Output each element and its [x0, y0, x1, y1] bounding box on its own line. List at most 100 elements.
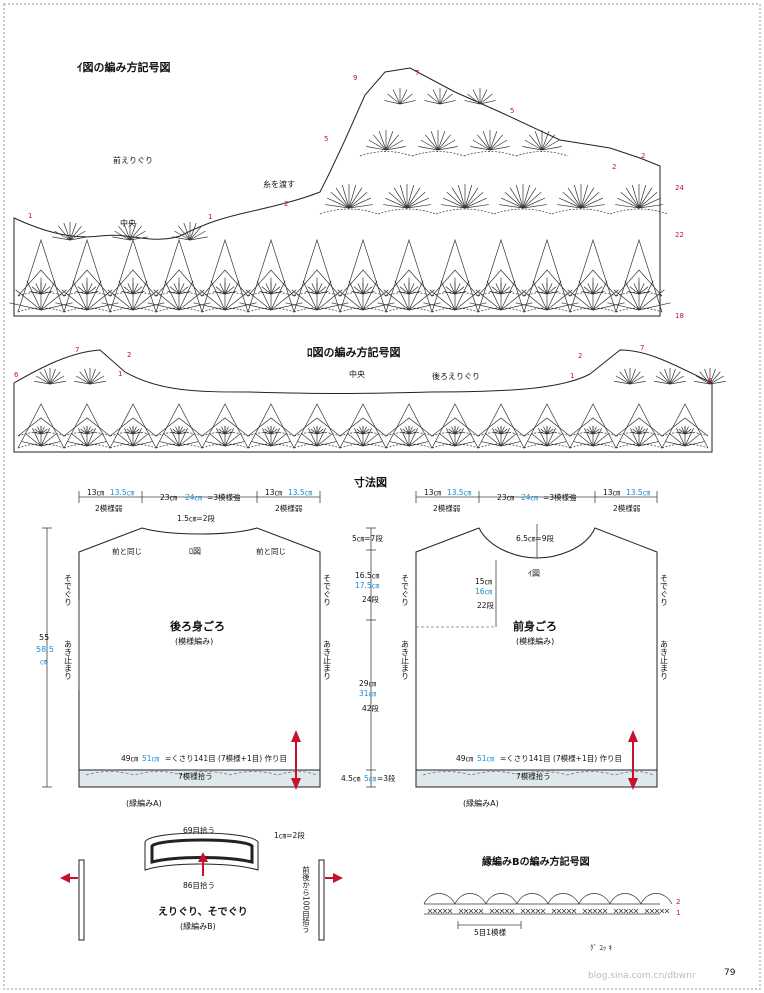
watermark: blog.sina.com.cn/dbwnr: [588, 971, 696, 981]
svg-text:2模様弱: 2模様弱: [433, 503, 460, 513]
back-bottom-count: =くさり141目 (7模様+1目) 作り目: [165, 753, 287, 763]
front-slit-right: あき止まり: [660, 640, 669, 680]
back-neck-label: 後ろえりぐり: [432, 371, 480, 381]
svg-text:=3模様強: =3模様強: [543, 492, 577, 502]
chart-ro-title: ﾛ図の編み方記号図: [307, 345, 401, 359]
svg-text:17.5㎝: 17.5㎝: [355, 581, 380, 590]
svg-text:23㎝: 23㎝: [497, 493, 515, 502]
front-pickup: 7模様拾う: [516, 771, 551, 781]
chart-ro-stitches: [17, 368, 726, 449]
back-pickup: 7模様拾う: [178, 771, 213, 781]
chart-i-outline: [13, 67, 661, 317]
back-edging-band: [78, 769, 321, 788]
chart-i-stitches: [9, 88, 671, 313]
back-armhole-left: そでぐり: [64, 574, 73, 606]
svg-text:13㎝: 13㎝: [603, 488, 621, 497]
svg-text:29㎝: 29㎝: [359, 679, 377, 688]
svg-text:2: 2: [284, 200, 288, 208]
back-top-dimensions: 13㎝ 13.5㎝ 23㎝ 24㎝ =3模様強 13㎝ 13.5㎝ 2模様弱 2…: [78, 488, 321, 513]
svg-text:=3模様強: =3模様強: [207, 492, 241, 502]
back-neck-drop: 1.5㎝=2段: [177, 513, 215, 523]
svg-text:7: 7: [75, 346, 79, 354]
front-edging-a: (縁編みA): [463, 798, 499, 808]
svg-text:1: 1: [570, 372, 574, 380]
neck-sleeve-title: えりぐり、そでぐり: [158, 906, 248, 918]
ro-center-label: 中央: [349, 369, 365, 379]
edging-b-row-2: 2: [676, 898, 680, 906]
svg-text:1: 1: [118, 370, 122, 378]
sleeve-edging-diagram: [60, 859, 343, 941]
svg-text:6: 6: [708, 377, 713, 385]
svg-text:7: 7: [640, 344, 644, 352]
page-number: 79: [724, 968, 736, 978]
svg-text:2: 2: [612, 163, 616, 171]
chart-i-title: ｲ図の編み方記号図: [77, 60, 171, 74]
svg-text:㎝: ㎝: [40, 658, 47, 666]
edging-b-note: ｸﾞ ｺｯ ｷ: [590, 944, 612, 952]
front-neck-label: 前えりぐり: [113, 155, 153, 165]
front-neck-depth-3: 22段: [477, 600, 495, 610]
neck-bottom-pick: 86目拾う: [183, 880, 215, 890]
svg-text:55: 55: [39, 633, 49, 642]
svg-text:7: 7: [415, 69, 419, 77]
svg-text:1: 1: [208, 213, 212, 221]
svg-text:58.5: 58.5: [36, 645, 54, 654]
svg-text:13㎝: 13㎝: [87, 488, 105, 497]
neck-top-pick: 69目拾う: [183, 825, 215, 835]
back-height-dimension: 55 58.5 ㎝: [36, 527, 54, 788]
svg-text:24: 24: [675, 184, 684, 192]
back-direction-arrow: [291, 730, 301, 790]
dimensions-title: 寸法図: [354, 475, 387, 489]
edging-b-row-1: 1: [676, 909, 680, 917]
edging-b-repeat: 5目1模様: [474, 927, 507, 937]
back-slit-right: あき止まり: [323, 640, 332, 680]
neck-width: 1㎝=2段: [274, 830, 305, 840]
svg-text:13㎝: 13㎝: [265, 488, 283, 497]
svg-text:42段: 42段: [362, 703, 380, 713]
chart-ro-outline: [13, 349, 713, 453]
svg-text:5: 5: [324, 135, 328, 143]
front-bottom-cm-alt: 51㎝: [477, 754, 495, 763]
cut-yarn-label: 糸を渡す: [263, 179, 295, 189]
front-slit-left: あき止まり: [401, 640, 410, 680]
edging-b-repeat-bracket: [457, 921, 522, 929]
front-armhole-right: そでぐり: [660, 574, 669, 606]
front-i-label: ｲ図: [528, 569, 540, 578]
svg-text:13.5㎝: 13.5㎝: [288, 488, 313, 497]
svg-text:6: 6: [14, 371, 19, 379]
front-direction-arrow: [628, 730, 638, 790]
front-neck-drop: 6.5㎝=9段: [516, 533, 554, 543]
back-ro-label: ﾛ図: [189, 547, 201, 556]
back-slit-left: あき止まり: [64, 640, 73, 680]
svg-text:23㎝: 23㎝: [160, 493, 178, 502]
svg-text:5: 5: [510, 107, 514, 115]
page-frame: [3, 3, 761, 990]
back-stitch: (模様編み): [175, 636, 213, 646]
svg-text:24㎝: 24㎝: [521, 493, 539, 502]
svg-text:2模様弱: 2模様弱: [95, 503, 122, 513]
svg-text:1: 1: [28, 212, 32, 220]
chart-ro-row-numbers: 7 2 6 1 1 2 7 6: [14, 344, 713, 385]
back-edging-a: (縁編みA): [126, 798, 162, 808]
back-bottom-cm: 49㎝: [121, 754, 139, 763]
back-armhole-right: そでぐり: [323, 574, 332, 606]
svg-text:5㎝=7段: 5㎝=7段: [352, 533, 383, 543]
svg-text:2: 2: [641, 152, 645, 160]
sleeve-side-note: 前後から100目拾う: [301, 865, 310, 933]
front-armhole-left: そでぐり: [401, 574, 410, 606]
svg-text:31㎝: 31㎝: [359, 689, 377, 698]
front-bottom-count: =くさり141目 (7模様+1目) 作り目: [500, 753, 622, 763]
svg-text:9: 9: [353, 74, 357, 82]
svg-text:4.5㎝: 4.5㎝: [341, 774, 361, 783]
svg-text:5㎝: 5㎝: [364, 774, 377, 783]
front-edging-band: [415, 769, 658, 788]
svg-text:18: 18: [675, 312, 684, 320]
back-body-piece: [78, 527, 321, 788]
front-top-dimensions: 13㎝ 13.5㎝ 23㎝ 24㎝ =3模様強 13㎝ 13.5㎝ 2模様弱 2…: [415, 488, 658, 513]
svg-text:2: 2: [578, 352, 582, 360]
neckline-edging-diagram: [144, 832, 259, 876]
front-stitch: (模様編み): [516, 636, 554, 646]
front-neck-depth-1: 15㎝: [475, 577, 493, 586]
svg-text:=3段: =3段: [377, 773, 396, 783]
